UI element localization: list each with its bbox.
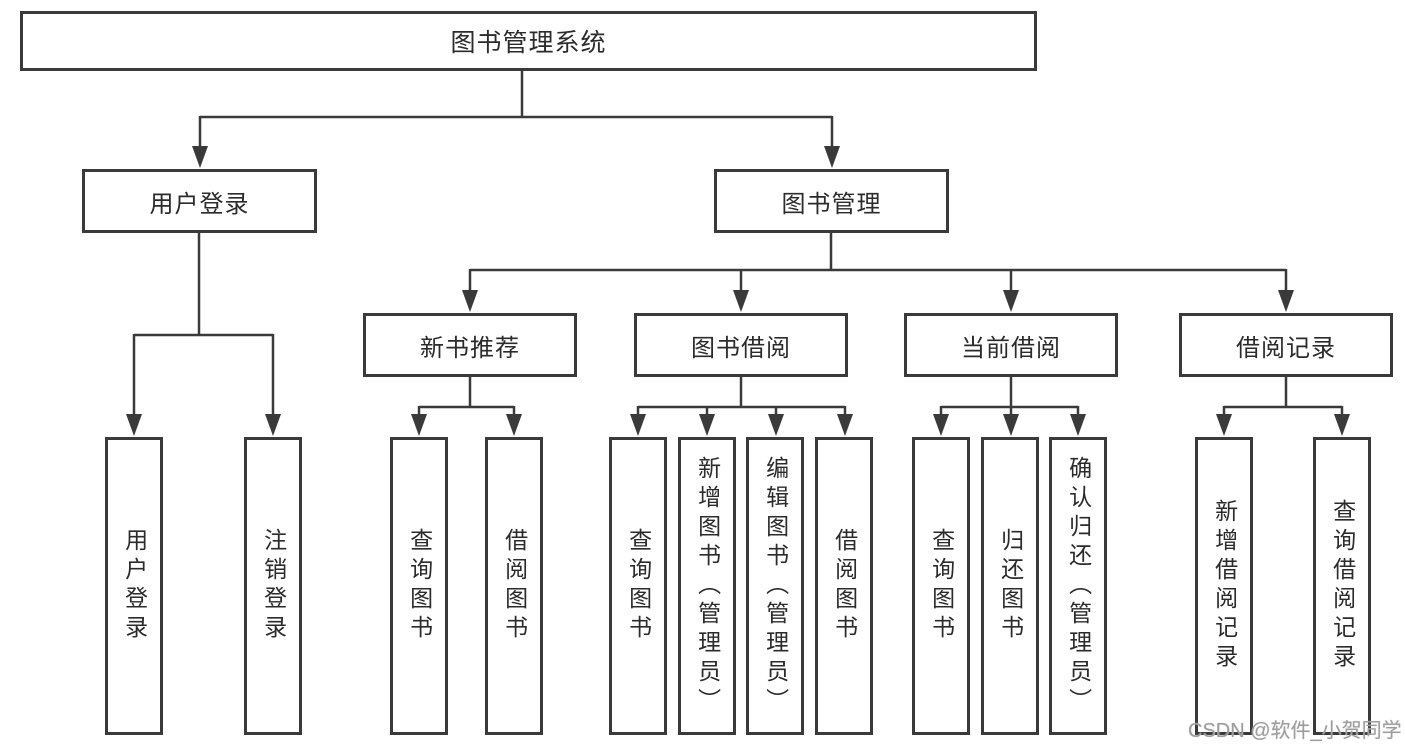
leaf-user-login: 用户登录	[105, 437, 163, 735]
node-root-system: 图书管理系统	[20, 11, 1037, 71]
node-label: 查询图书	[928, 528, 955, 644]
leaf-edit-books-admin: 编辑图书（管理员）	[746, 437, 804, 735]
leaf-return-books: 归还图书	[981, 437, 1039, 735]
leaf-borrow-books-borrowing: 借阅图书	[815, 437, 873, 735]
leaf-add-borrow-record: 新增借阅记录	[1195, 437, 1253, 735]
node-book-borrowing: 图书借阅	[634, 313, 848, 377]
node-borrowing-records: 借阅记录	[1179, 313, 1393, 377]
arrowheads	[126, 146, 1350, 436]
node-label: 新书推荐	[420, 334, 520, 362]
leaf-borrow-books-newbook: 借阅图书	[485, 437, 543, 735]
node-label: 查询图书	[625, 528, 652, 644]
node-current-borrowing: 当前借阅	[904, 313, 1118, 377]
node-book-management: 图书管理	[714, 169, 949, 233]
node-label: 当前借阅	[961, 334, 1061, 362]
leaf-query-books-borrowing: 查询图书	[609, 437, 667, 735]
leaf-query-books-newbook: 查询图书	[390, 437, 448, 735]
leaf-query-books-current: 查询图书	[912, 437, 970, 735]
node-label: 图书管理系统	[450, 29, 607, 57]
node-label: 图书管理	[781, 190, 882, 218]
node-label: 注销登录	[260, 528, 287, 644]
node-label: 用户登录	[149, 190, 250, 218]
node-label: 归还图书	[997, 528, 1024, 644]
node-new-book-recommend: 新书推荐	[363, 313, 577, 377]
leaf-logout: 注销登录	[244, 437, 302, 735]
node-label: 借阅图书	[501, 528, 528, 644]
node-label: 借阅记录	[1236, 334, 1336, 362]
leaf-query-borrow-record: 查询借阅记录	[1313, 437, 1371, 735]
leaf-add-books-admin: 新增图书（管理员）	[678, 437, 736, 735]
node-label: 编辑图书（管理员）	[762, 455, 789, 717]
node-label: 借阅图书	[831, 528, 858, 644]
node-label: 查询借阅记录	[1329, 499, 1356, 673]
node-label: 新增借阅记录	[1211, 499, 1238, 673]
leaf-confirm-return-admin: 确认归还（管理员）	[1049, 437, 1107, 735]
node-label: 用户登录	[121, 528, 148, 644]
node-label: 新增图书（管理员）	[694, 455, 721, 717]
node-label: 确认归还（管理员）	[1065, 455, 1092, 717]
node-label: 查询图书	[406, 528, 433, 644]
node-label: 图书借阅	[691, 334, 791, 362]
node-user-login: 用户登录	[82, 169, 317, 233]
watermark: CSDN @软件_小贺同学	[1188, 720, 1402, 742]
